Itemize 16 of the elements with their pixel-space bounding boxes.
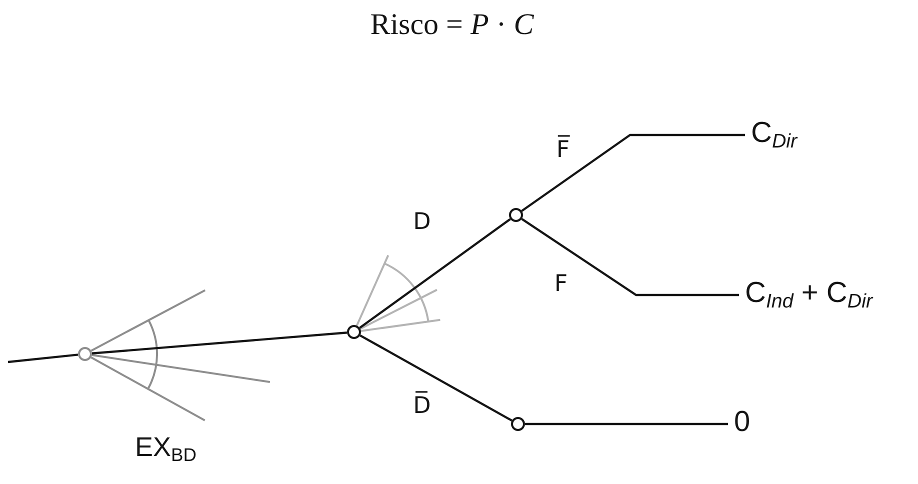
branch-line <box>360 334 512 422</box>
outcome-label: C$_{Dir}$ <box>745 118 800 152</box>
node-caption: EX$_{BD}$ <box>135 433 197 464</box>
branch-line <box>8 354 78 364</box>
branch-line <box>92 332 348 354</box>
node-circle <box>78 347 92 361</box>
branch-line <box>359 218 511 329</box>
outcome-label: 0 <box>728 407 752 439</box>
node-circle <box>347 325 361 339</box>
node-circle <box>511 417 525 431</box>
branch-line <box>521 218 739 296</box>
outcome-label: C$_{Ind}$ + C$_{Dir}$ <box>739 278 875 312</box>
diagram-title: Risco = P · C <box>370 8 534 41</box>
node-circle <box>509 208 523 222</box>
branch-line <box>525 422 728 426</box>
branch-line <box>521 134 745 212</box>
